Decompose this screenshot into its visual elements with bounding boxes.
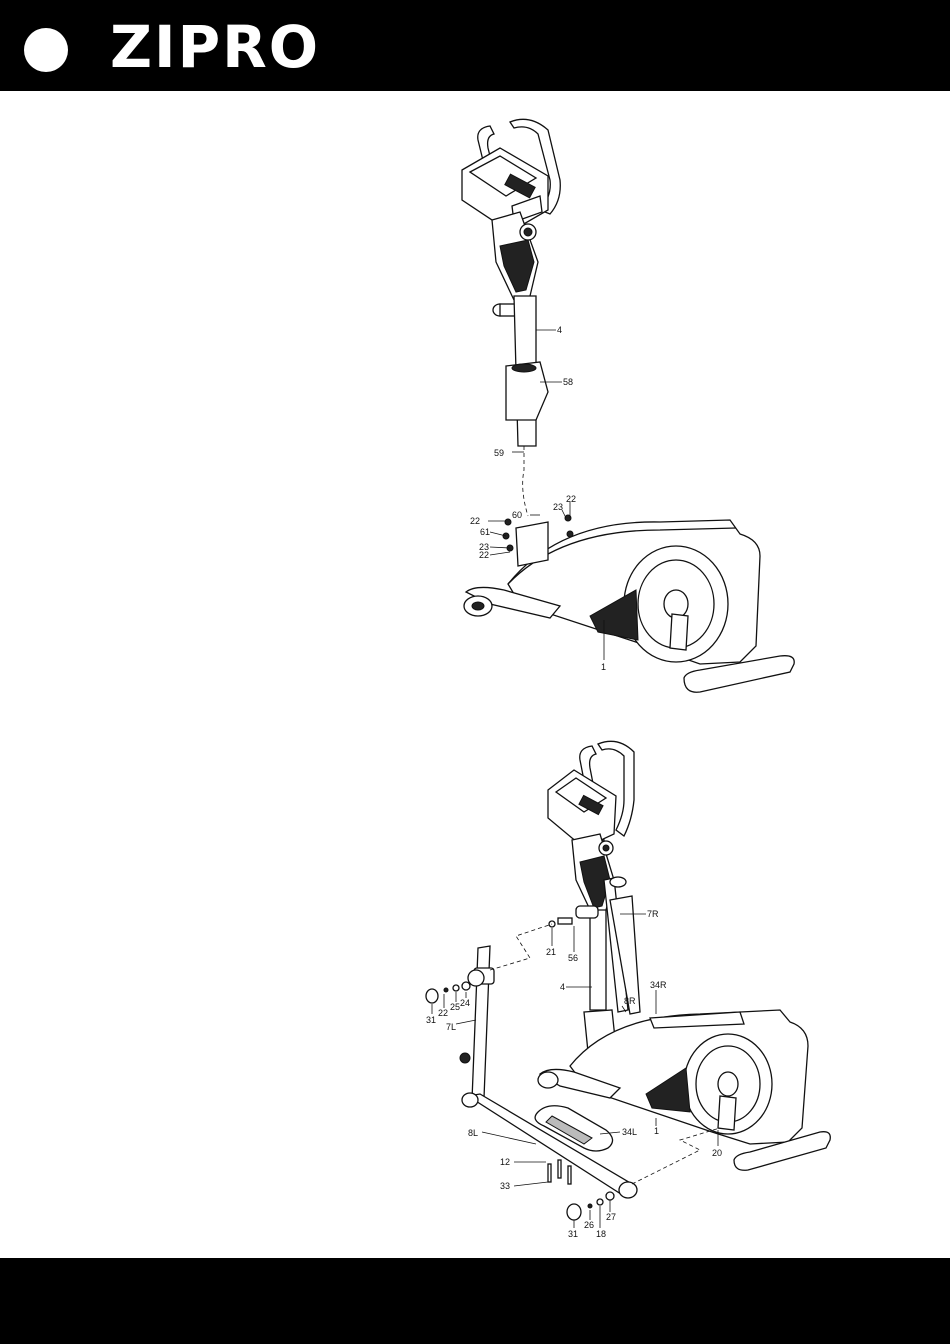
callout-26: 26 [584, 1220, 594, 1230]
callout-23: 23 [553, 502, 563, 512]
console-drawing [548, 770, 616, 848]
callout-22: 22 [470, 516, 480, 526]
callout-22: 22 [479, 550, 489, 560]
callout-4: 4 [560, 982, 565, 992]
callout-24: 24 [460, 998, 470, 1008]
callout-7R: 7R [647, 909, 659, 919]
logo-circle-icon [24, 28, 68, 72]
callout-31: 31 [426, 1015, 436, 1025]
page-footer [0, 1258, 950, 1344]
callout-20: 20 [712, 1148, 722, 1158]
page-header: ZIPRO [0, 0, 950, 91]
callout-59: 59 [494, 448, 504, 458]
callout-4: 4 [557, 325, 562, 335]
callout-56: 56 [568, 953, 578, 963]
callout-58: 58 [563, 377, 573, 387]
callout-33: 33 [500, 1181, 510, 1191]
callout-21: 21 [546, 947, 556, 957]
callout-22: 22 [566, 494, 576, 504]
callout-25: 25 [450, 1002, 460, 1012]
callout-61: 61 [480, 527, 490, 537]
callout-8L: 8L [468, 1128, 478, 1138]
callout-18: 18 [596, 1229, 606, 1239]
assembly-diagram-step-2: 7R 21 56 4 8R 34R 31 22 25 24 7L 8L 34L … [0, 740, 950, 1250]
callout-8R: 8R [624, 996, 636, 1006]
callout-12: 12 [500, 1157, 510, 1167]
left-arm-drawing [460, 946, 494, 1100]
callout-31: 31 [568, 1229, 578, 1239]
callout-22: 22 [438, 1008, 448, 1018]
callout-1: 1 [601, 662, 606, 672]
brand-logo: ZIPRO [110, 17, 320, 77]
callout-34R: 34R [650, 980, 667, 990]
callout-7L: 7L [446, 1022, 456, 1032]
assembly-diagram-step-1: 4 58 59 60 22 23 22 61 23 22 1 [0, 110, 950, 710]
callout-27: 27 [606, 1212, 616, 1222]
main-frame-drawing [464, 515, 794, 692]
mast-tube-drawing [506, 296, 548, 446]
callout-60: 60 [512, 510, 522, 520]
callout-1: 1 [654, 1126, 659, 1136]
callout-34L: 34L [622, 1127, 637, 1137]
